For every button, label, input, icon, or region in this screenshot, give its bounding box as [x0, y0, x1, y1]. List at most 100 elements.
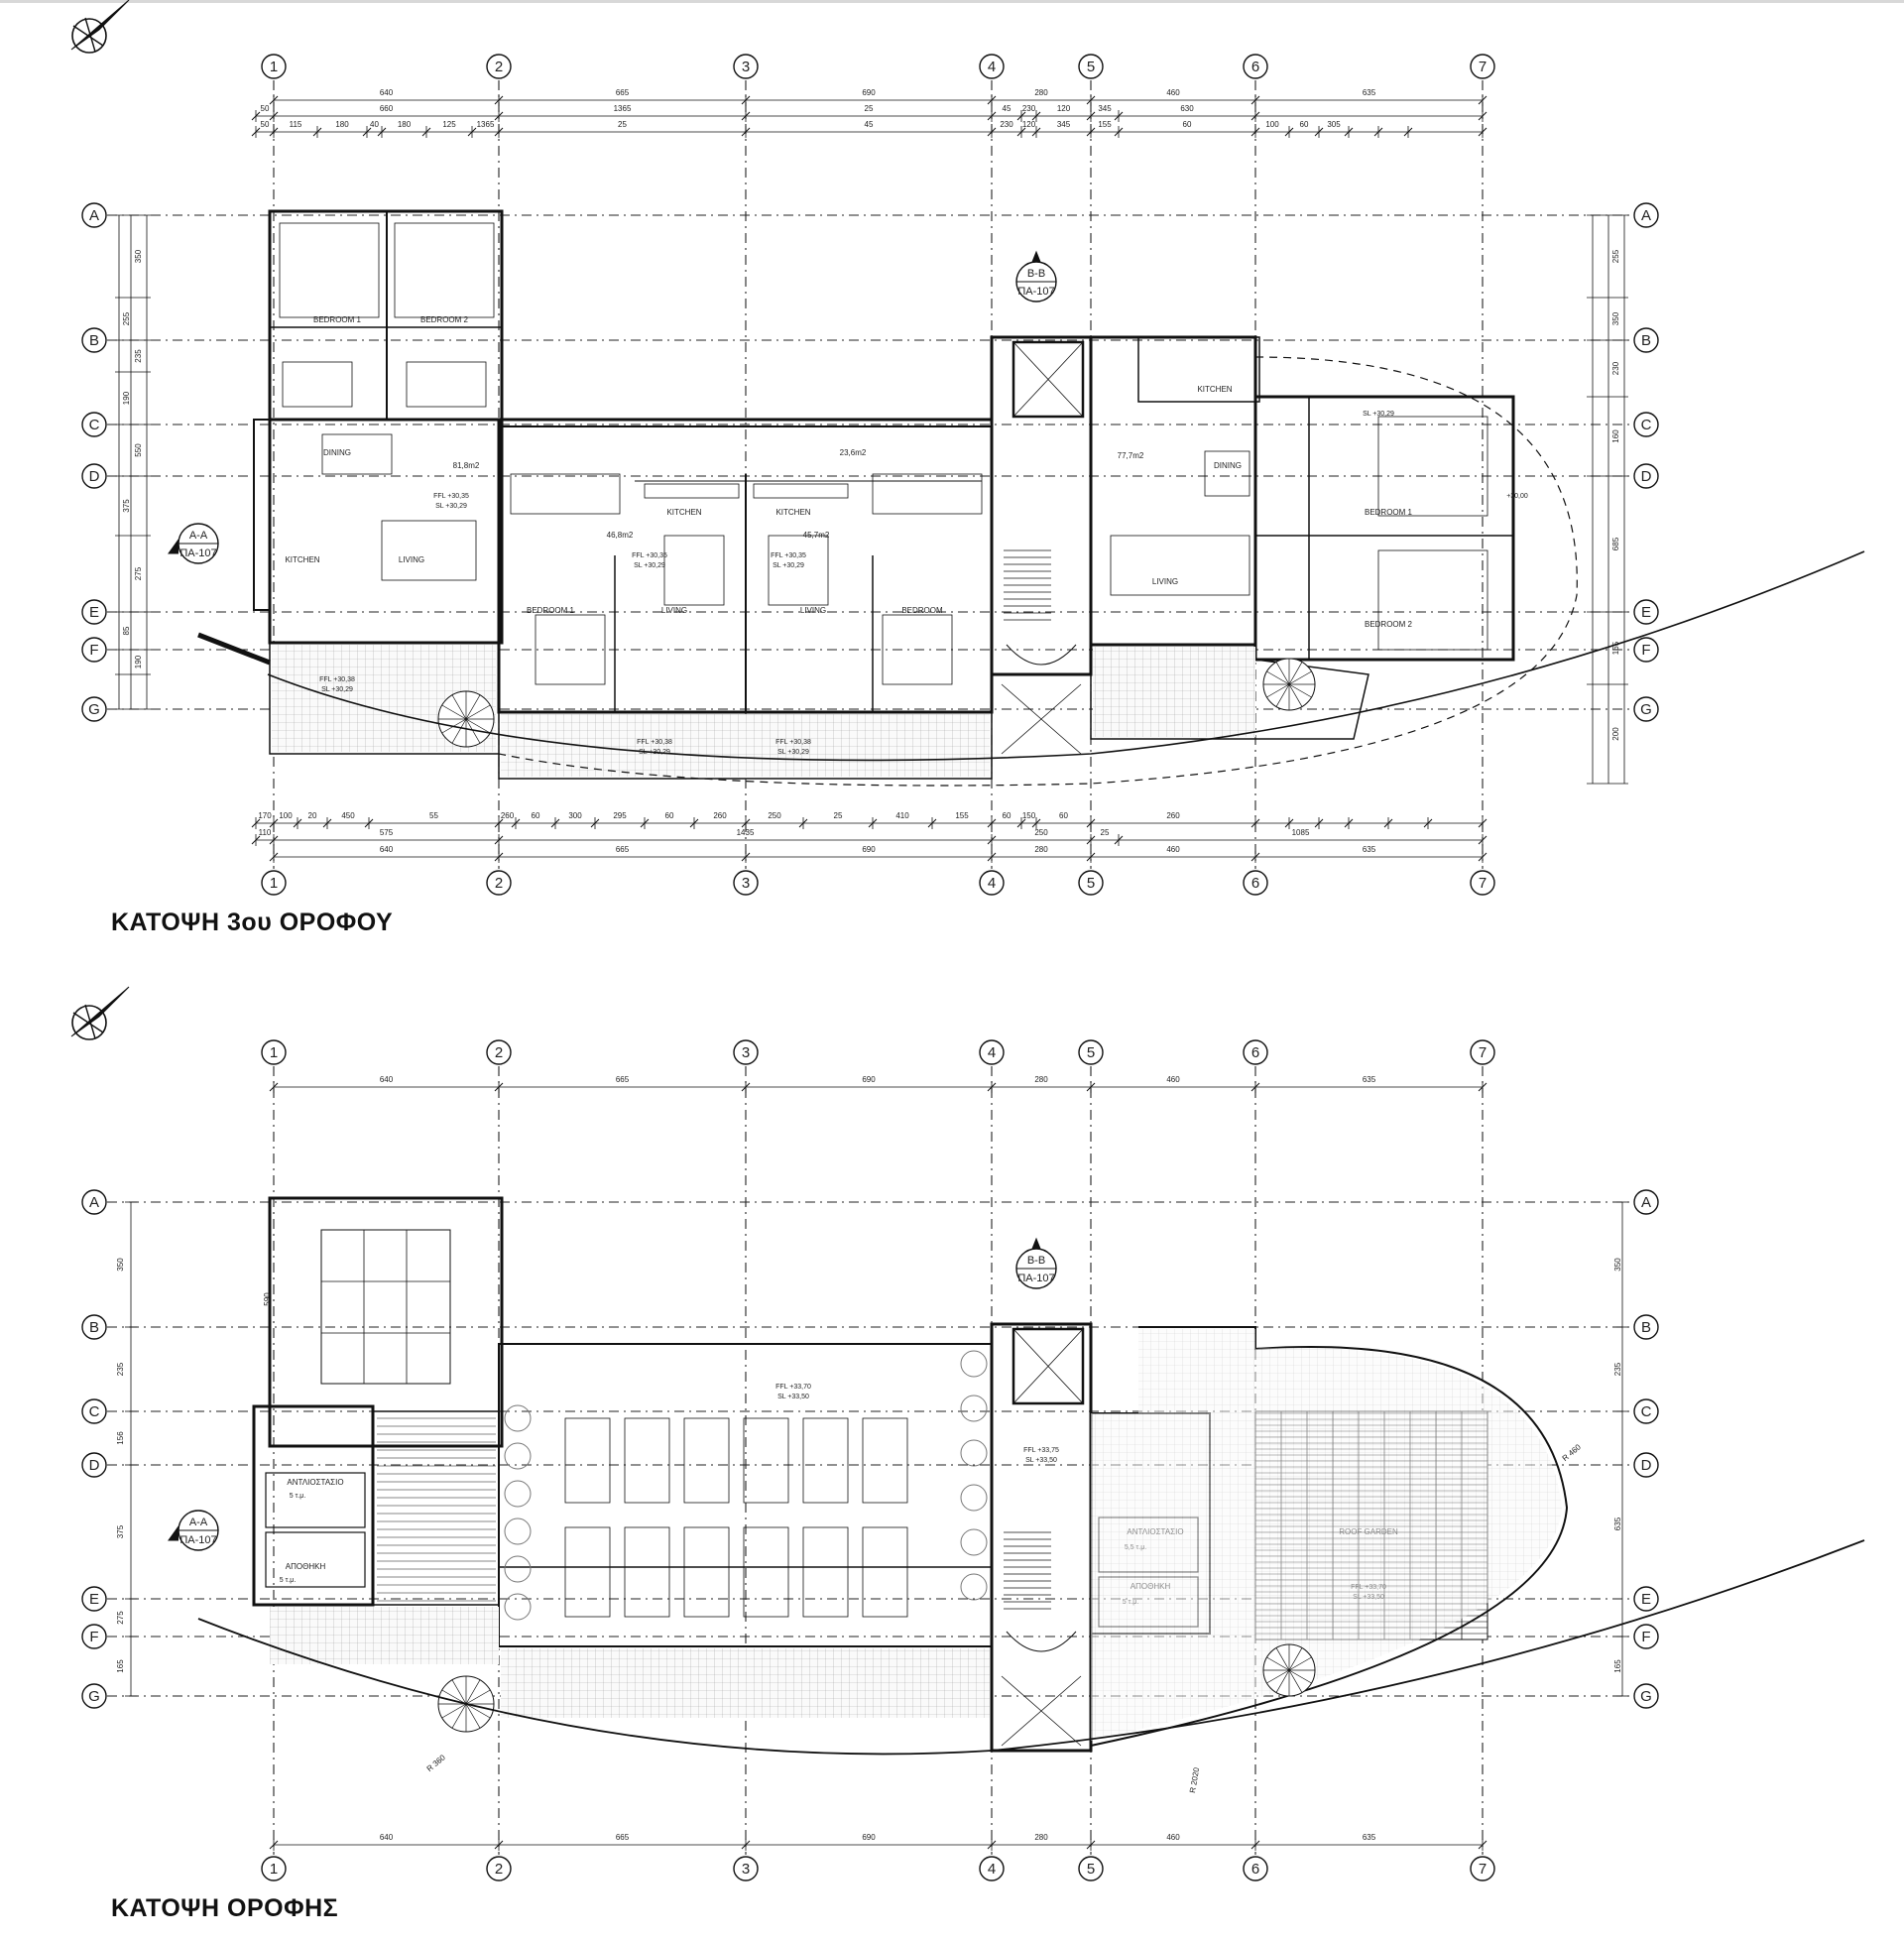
dim-bottom-main-value: 665	[616, 845, 630, 854]
grid-bubble-col-bottom-circle	[261, 1856, 287, 1881]
spiral-stair-tread	[441, 704, 467, 720]
dim-left-value: 350	[116, 1258, 125, 1272]
grid-bubble-row-right: E	[1641, 604, 1651, 621]
dim-left-value: 255	[122, 311, 131, 325]
room-label-bedroom-1: BEDROOM 1	[313, 315, 362, 324]
spiral-stair-tread	[1288, 1669, 1312, 1684]
dim-bottom-main-slash	[1478, 1840, 1488, 1850]
dim-bottom-row1-value: 450	[341, 811, 355, 820]
grid-bubble-col-top: 2	[495, 1044, 503, 1061]
lift-shaft	[1012, 340, 1085, 419]
grid-bubble-col-top-circle	[1078, 1039, 1104, 1065]
dim-top-row2-value: 100	[1265, 120, 1279, 129]
dim-bottom-row2-slash	[987, 835, 997, 845]
dim-bottom-row1-value: 60	[532, 811, 540, 820]
room-area: 5 τ.μ.	[290, 1493, 306, 1500]
level-label: SL +30,29	[435, 503, 467, 510]
roof-unit	[683, 1417, 730, 1504]
spiral-stair-tread	[465, 1703, 491, 1719]
bed-outline	[882, 614, 953, 685]
east-roof-hatch	[1091, 1329, 1562, 1741]
bed-outline	[535, 614, 606, 685]
radius-label: R 2020	[1188, 1766, 1201, 1794]
roof-planter	[504, 1404, 532, 1432]
north-arrow-cross	[84, 1004, 96, 1039]
roof-planter	[960, 1528, 988, 1556]
dim-bottom-row1-slash	[550, 818, 560, 828]
grid-bubble-col-bottom-circle	[1470, 870, 1495, 896]
grid-bubble-row-right: G	[1640, 701, 1652, 718]
spiral-stair-tread	[451, 1679, 467, 1705]
dim-top-row1-value: 50	[261, 104, 270, 113]
spiral-stair-tread	[1275, 1647, 1290, 1671]
grid-bubble-col-bottom-circle	[1243, 1856, 1268, 1881]
dim-top-main-value: 635	[1363, 88, 1376, 97]
bath-fixture	[510, 473, 621, 515]
dim-right-value: 255	[1611, 249, 1620, 263]
grid-bubble-col-top-circle	[1470, 1039, 1495, 1065]
dim-bottom-row2-value: 25	[1101, 828, 1110, 837]
dim-bottom-main-value: 280	[1034, 1833, 1048, 1842]
stair-block	[372, 1410, 500, 1606]
dim-top-main-value: 665	[616, 88, 630, 97]
grid-bubble-row-right: B	[1641, 332, 1651, 349]
level-label: SL +33,50	[777, 1394, 809, 1400]
section-marker-sheet: ΠΑ-107	[1017, 1273, 1054, 1284]
dim-bottom-row1-value: 260	[1166, 811, 1180, 820]
dim-top-row1-value: 25	[865, 104, 874, 113]
spiral-stair-tread	[465, 704, 491, 720]
dim-bottom-row1-slash	[364, 818, 374, 828]
dim-bottom-row2-slash	[1478, 835, 1488, 845]
roof-unit	[802, 1417, 849, 1504]
grid-bubble-col-top: 6	[1251, 1044, 1259, 1061]
spiral-stair-tread	[465, 718, 481, 744]
plan-title-roof: ΚΑΤΟΨΗ ΟΡΟΦΗΣ	[111, 1894, 339, 1922]
grid-bubble-col-top-circle	[733, 1039, 759, 1065]
grid-bubble-row-right: D	[1641, 1457, 1652, 1474]
grid-bubble-row-left: D	[89, 1457, 100, 1474]
dim-bottom-row1-value: 100	[279, 811, 293, 820]
grid-bubble-col-top-circle	[733, 54, 759, 79]
dim-top-row2-value: 180	[335, 120, 349, 129]
level-label: SL +33,50	[1025, 1457, 1057, 1464]
level-label: SL +30,29	[1363, 411, 1394, 418]
dim-top-row2-slash	[269, 127, 279, 137]
dim-bottom-main-value: 690	[862, 1833, 876, 1842]
dim-top-row2-slash	[1250, 127, 1260, 137]
curved-balcony-edge	[267, 550, 1865, 762]
dim-top-main-slash	[741, 1082, 751, 1092]
dim-bottom-row1-slash	[494, 818, 504, 828]
bed-outline	[1377, 416, 1488, 517]
dim-top-row2-value: 1365	[477, 120, 495, 129]
dim-left-value: 375	[116, 1524, 125, 1538]
grid-bubble-col-top: 5	[1087, 1044, 1095, 1061]
grid-bubble-col-top-circle	[261, 1039, 287, 1065]
grid-bubble-col-top: 5	[1087, 59, 1095, 75]
wall-living-block	[268, 418, 504, 645]
roof-unit	[743, 1417, 789, 1504]
wall-window-strip	[253, 419, 271, 611]
grid-bubble-row-right-circle	[1633, 1624, 1659, 1649]
grid-bubble-col-top-circle	[486, 54, 512, 79]
dim-right-value: 165	[1613, 1659, 1622, 1673]
grid-bubble-row-left-circle	[81, 1683, 107, 1709]
bed-outline	[279, 222, 380, 318]
dim-bottom-main-value: 690	[862, 845, 876, 854]
dim-bottom-row1-slash	[1250, 818, 1260, 828]
grid-bubble-row-right: C	[1641, 417, 1652, 433]
dim-top-row2-slash	[1086, 127, 1096, 137]
level-label: FFL +30,35	[433, 493, 469, 500]
dim-bottom-main-slash	[1086, 1840, 1096, 1850]
grid-bubble-col-top: 2	[495, 59, 503, 75]
grid-bubble-col-bottom-circle	[1243, 870, 1268, 896]
dim-bottom-main-slash	[269, 852, 279, 862]
kitchen-counter	[644, 483, 740, 499]
dim-bottom-row1-slash	[293, 818, 302, 828]
grid-bubble-col-bottom-circle	[486, 1856, 512, 1881]
wall-core	[990, 335, 1093, 676]
roof-planter	[960, 1573, 988, 1601]
spiral-stair-tread	[1266, 670, 1290, 685]
dim-top-row2-slash	[1031, 127, 1041, 137]
grid-bubble-col-bottom-circle	[486, 870, 512, 896]
